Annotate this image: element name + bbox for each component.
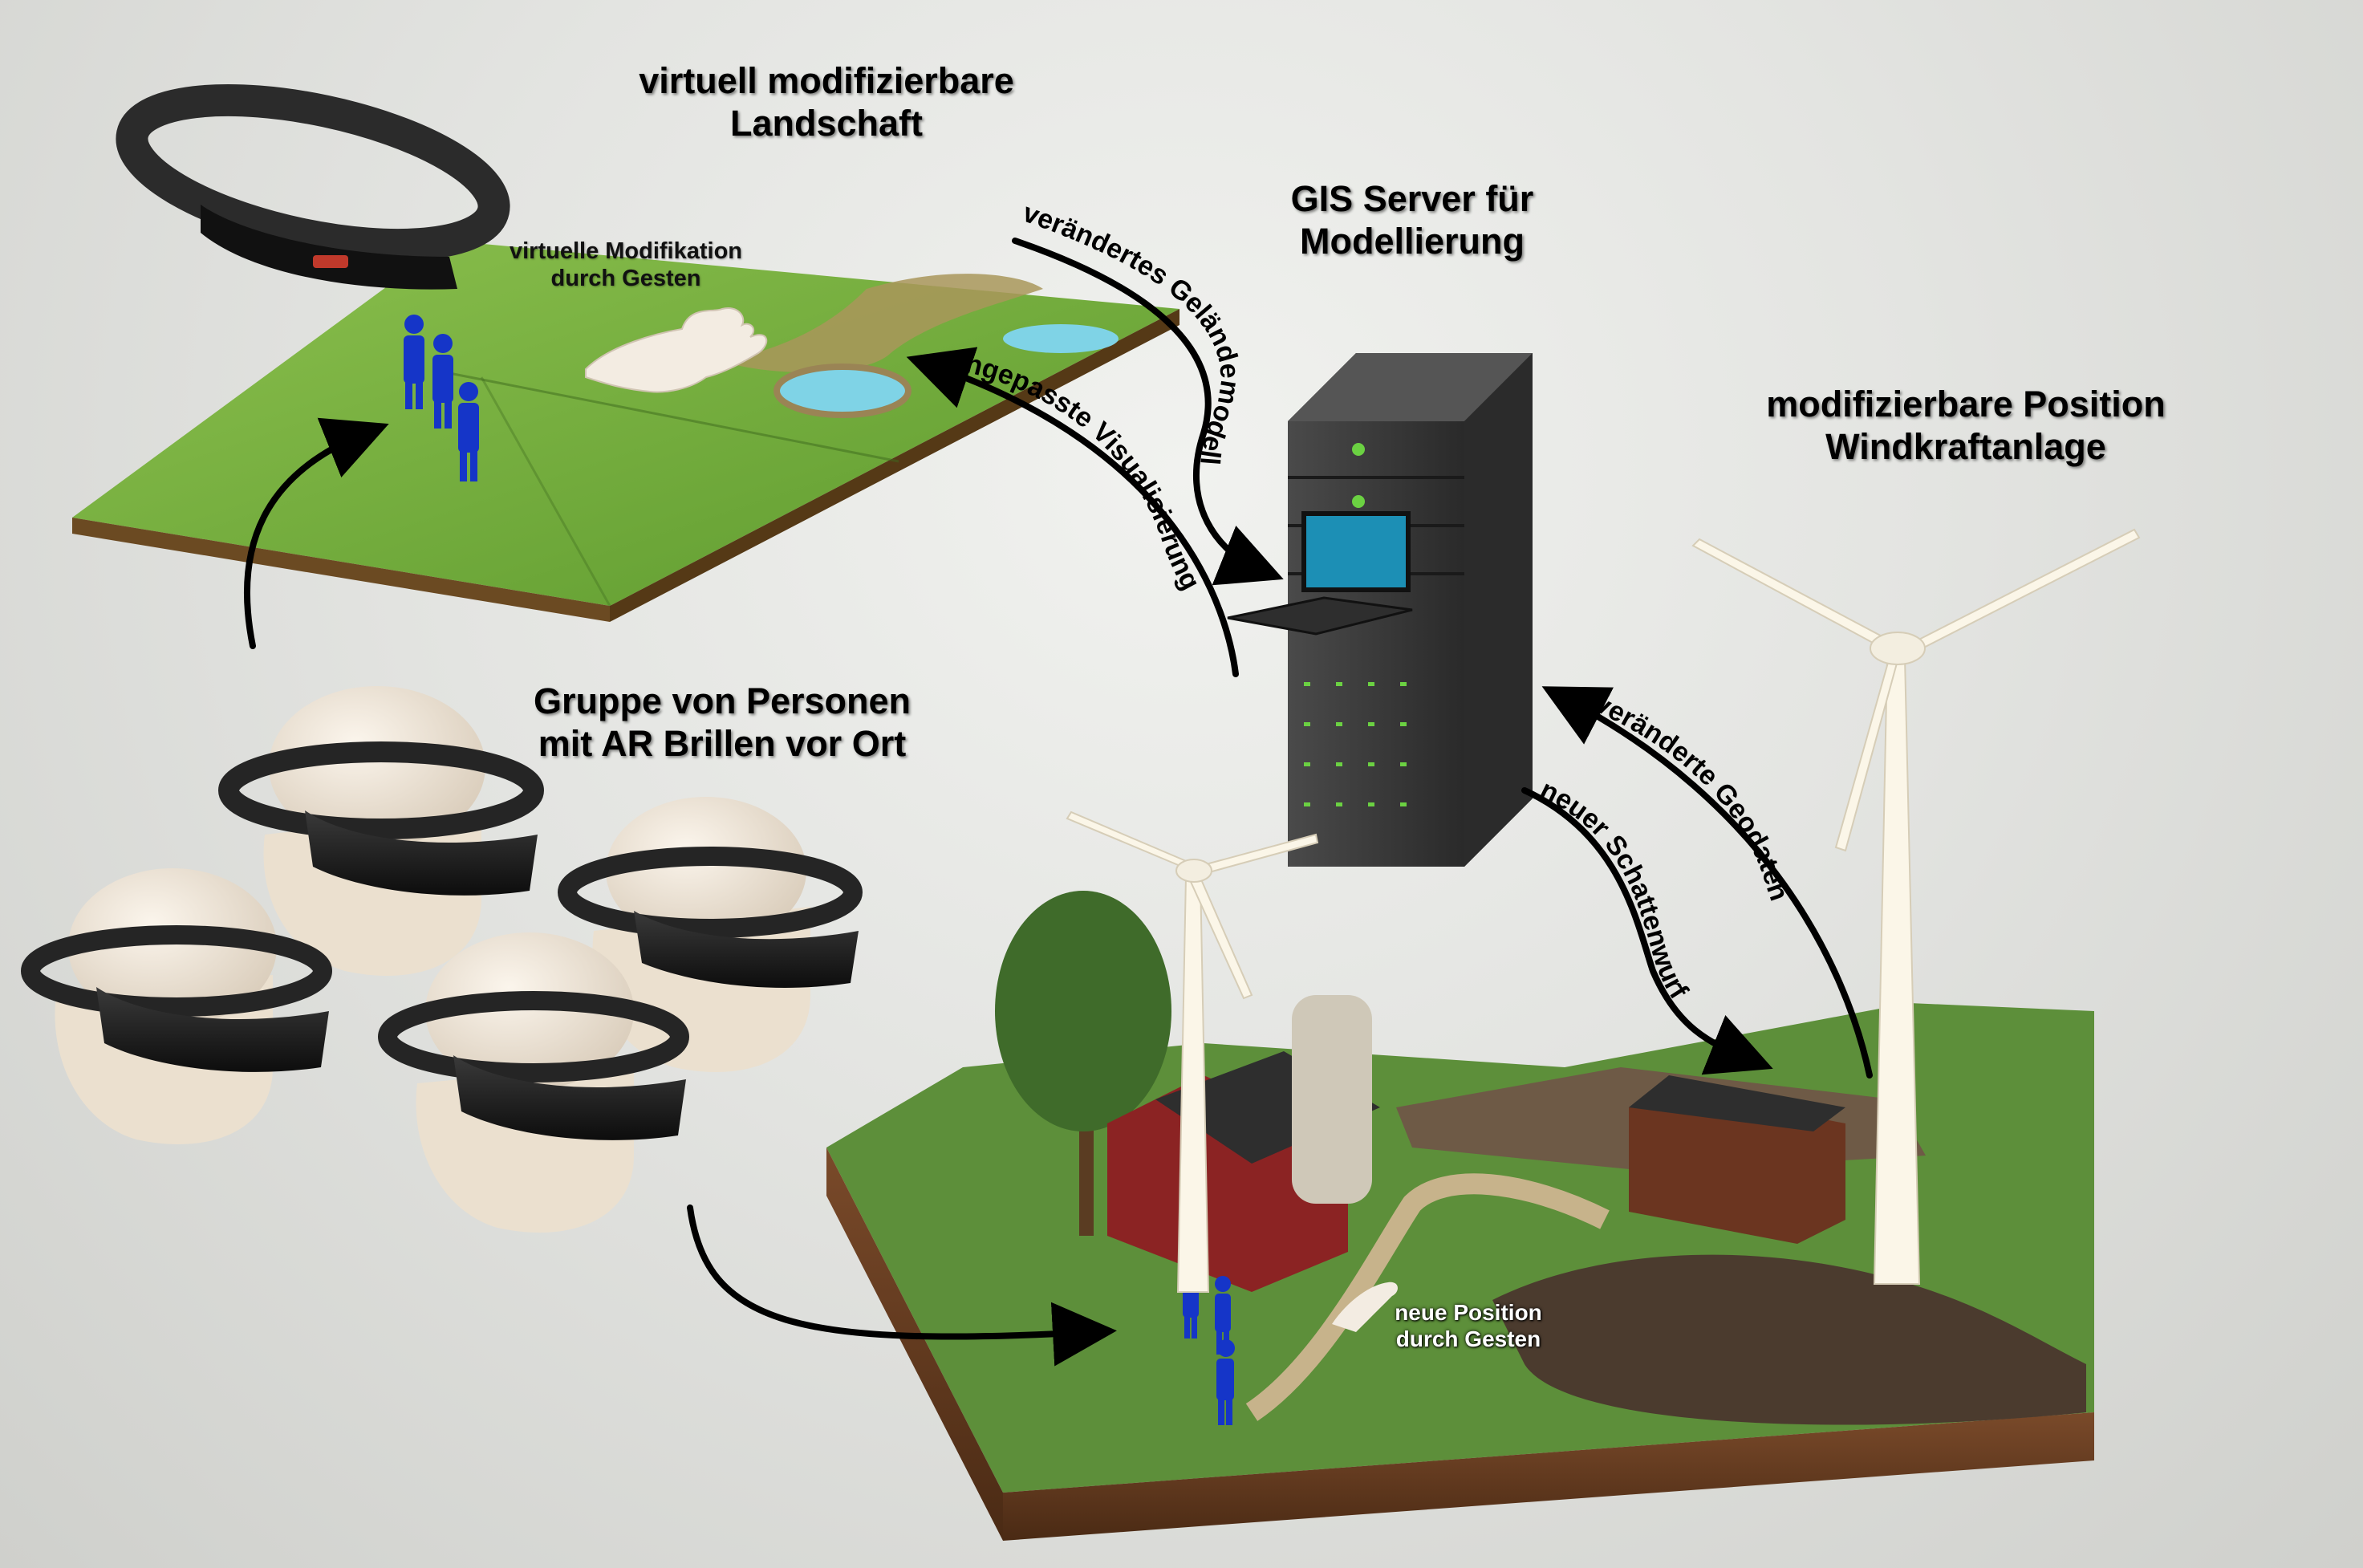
- ar-headset-icon: [116, 83, 510, 290]
- wind-position-title: modifizierbare Position Windkraftanlage: [1766, 384, 2166, 467]
- arrow-geodata: [1541, 686, 1873, 1079]
- silo-icon: [1292, 995, 1372, 1204]
- gis-server-icon: [1227, 353, 1533, 867]
- pond: [773, 364, 912, 418]
- hand-icon: [585, 307, 768, 393]
- gesture-modification-label: virtuelle Modifikation durch Gesten: [509, 238, 743, 291]
- arrow-terrain-model: [1012, 238, 1284, 586]
- arrow-to-diorama: [687, 1204, 1117, 1367]
- gis-server-title: GIS Server für Modellierung: [1290, 178, 1534, 262]
- shed-icon: [1629, 1075, 1845, 1244]
- arrow-label-visualization: angepasste Visualisierung: [948, 344, 1206, 595]
- screen-icon: [1301, 511, 1411, 592]
- wind-turbine-icon: [1691, 528, 2141, 1285]
- person-group-icon: [404, 315, 479, 481]
- new-position-label: neue Position durch Gesten: [1395, 1300, 1542, 1351]
- tree-icon: [995, 891, 1171, 1236]
- pond: [1003, 324, 1119, 353]
- arrow-shadow: [1521, 787, 1773, 1075]
- head-with-ar-headset-icon: [218, 686, 544, 976]
- arrow-visualization: [906, 347, 1239, 677]
- wind-turbine-icon: [1066, 810, 1319, 1293]
- virtual-landscape: [72, 241, 1179, 622]
- head-with-ar-headset-icon: [558, 797, 863, 1072]
- plowed-field: [1492, 1254, 2086, 1425]
- landscape-title: virtuell modifizierbare Landschaft: [639, 60, 1014, 144]
- keyboard-icon: [1227, 596, 1413, 636]
- barn-icon: [1107, 995, 1380, 1292]
- flow-arrows: [244, 238, 1873, 1367]
- head-with-ar-headset-icon: [21, 868, 332, 1144]
- arrow-to-landscape: [244, 417, 389, 649]
- farm-diorama: [826, 891, 2094, 1541]
- arrow-label-shadow: neuer Schattenwurf: [1536, 774, 1695, 1005]
- ar-users-group: [21, 686, 863, 1233]
- group-title: Gruppe von Personen mit AR Brillen vor O…: [533, 680, 912, 764]
- head-with-ar-headset-icon: [378, 932, 689, 1233]
- hand-icon: [1332, 1282, 1398, 1332]
